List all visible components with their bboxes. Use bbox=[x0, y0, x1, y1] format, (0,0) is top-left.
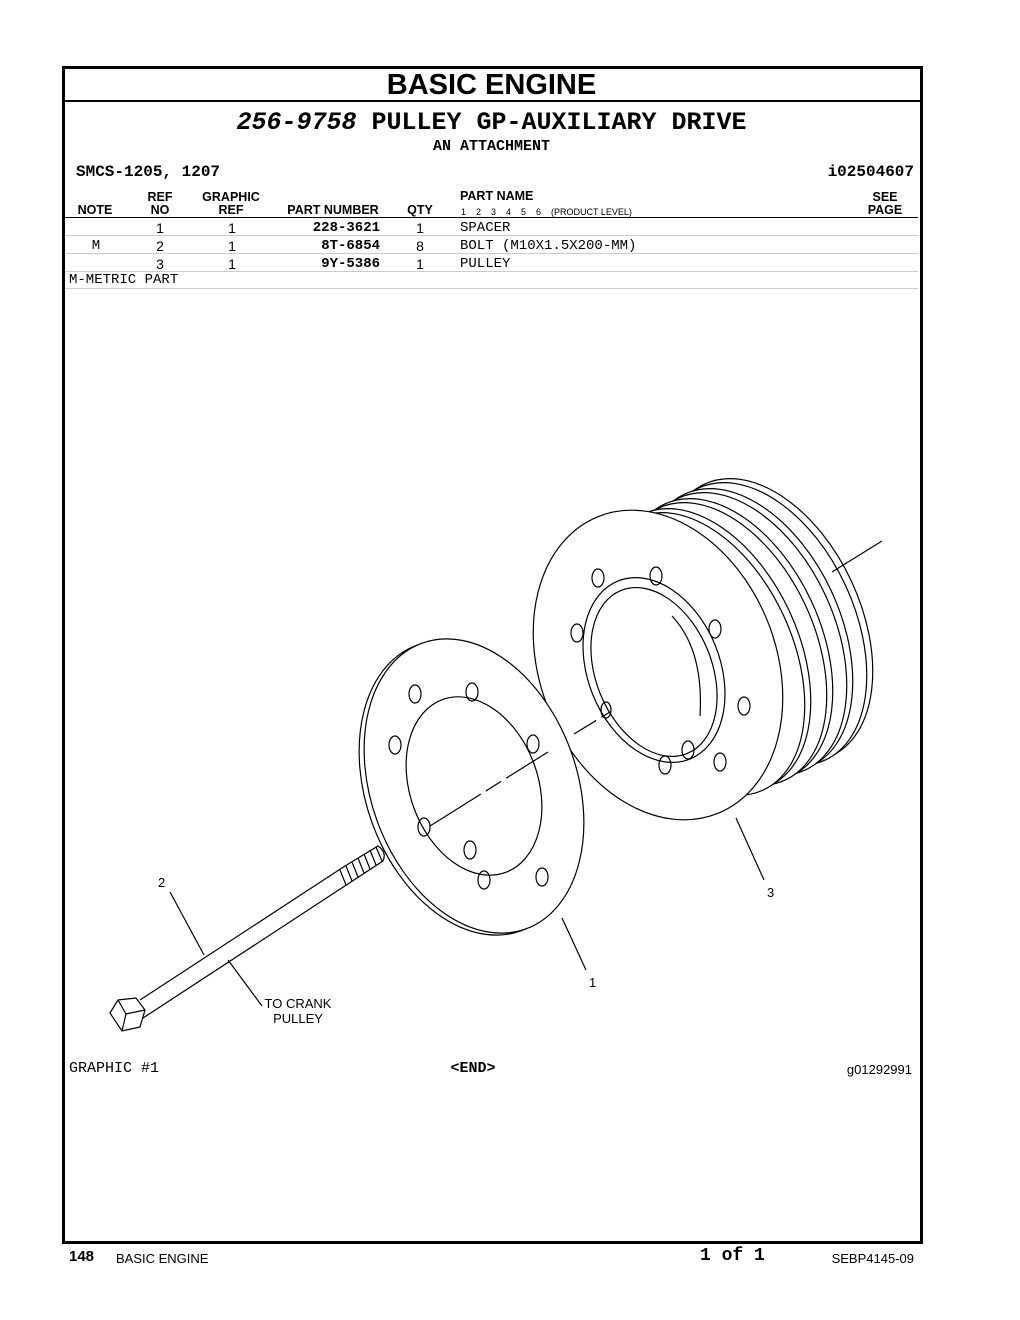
footer-section: BASIC ENGINE bbox=[116, 1251, 209, 1266]
header-ref-top: REF bbox=[147, 190, 173, 204]
callout-2-leader bbox=[169, 891, 205, 956]
group-subtitle: AN ATTACHMENT bbox=[432, 138, 551, 155]
callout-3-leader bbox=[735, 817, 765, 881]
group-part-number: 256-9758 bbox=[236, 108, 357, 137]
callout-1: 1 bbox=[589, 975, 596, 990]
row-1-qty: 1 bbox=[416, 220, 424, 236]
callout-1-leader bbox=[561, 917, 587, 971]
section-title: BASIC ENGINE bbox=[62, 68, 921, 102]
exploded-drawing: 2 1 3 TO CRANK PULLEY bbox=[109, 478, 883, 1032]
row-1-graphic-ref: 1 bbox=[228, 220, 236, 236]
footer-page-count: 1 of 1 bbox=[700, 1246, 765, 1266]
bolt-part bbox=[109, 845, 385, 1032]
row-3-graphic-ref: 1 bbox=[228, 256, 236, 272]
row-1-ref: 1 bbox=[156, 220, 164, 236]
row-1-name: SPACER bbox=[460, 220, 511, 236]
header-note: NOTE bbox=[77, 203, 113, 217]
header-qty: QTY bbox=[407, 203, 433, 217]
group-name: PULLEY GP-AUXILIARY DRIVE bbox=[371, 108, 747, 137]
row-2-part-number[interactable]: 8T-6854 bbox=[321, 238, 380, 254]
crank-leader bbox=[227, 959, 263, 1007]
row-3-qty: 1 bbox=[416, 256, 424, 272]
smcs-codes: SMCS-1205, 1207 bbox=[76, 163, 221, 181]
header-graphic-bottom: REF bbox=[218, 203, 244, 217]
group-title: 256-9758 PULLEY GP-AUXILIARY DRIVE bbox=[62, 108, 921, 138]
row-3-ref: 3 bbox=[156, 256, 164, 272]
row-rule bbox=[65, 253, 918, 254]
page-frame bbox=[62, 66, 923, 1244]
metric-note: M-METRIC PART bbox=[69, 272, 179, 288]
graphic-label: GRAPHIC #1 bbox=[69, 1060, 160, 1077]
footer-page-number: 148 bbox=[69, 1248, 95, 1265]
row-rule bbox=[65, 235, 918, 236]
row-3-name: PULLEY bbox=[460, 256, 511, 272]
row-2-name: BOLT (M10X1.5X200-MM) bbox=[460, 238, 637, 254]
header-ref-bottom: NO bbox=[150, 203, 170, 217]
header-part-name: PART NAME bbox=[460, 189, 534, 203]
spacer-part bbox=[358, 638, 585, 936]
row-3-part-number[interactable]: 9Y-5386 bbox=[321, 256, 380, 272]
illustration-id: i02504607 bbox=[827, 163, 914, 181]
header-graphic-top: GRAPHIC bbox=[202, 190, 260, 204]
row-2-ref: 2 bbox=[156, 238, 164, 254]
row-rule bbox=[65, 288, 918, 289]
row-2-note: M bbox=[91, 238, 101, 254]
header-rule bbox=[65, 217, 918, 218]
crank-label-line-2: PULLEY bbox=[273, 1011, 323, 1026]
callout-3: 3 bbox=[767, 885, 774, 900]
callout-2: 2 bbox=[158, 875, 165, 890]
row-1-part-number[interactable]: 228-3621 bbox=[312, 220, 380, 236]
header-product-levels: 1 2 3 4 5 6 (PRODUCT LEVEL) bbox=[461, 207, 632, 217]
row-2-graphic-ref: 1 bbox=[228, 238, 236, 254]
graphic-id: g01292991 bbox=[846, 1062, 912, 1077]
pulley-part bbox=[532, 478, 874, 821]
row-rule bbox=[65, 271, 918, 272]
row-2-qty: 8 bbox=[416, 238, 424, 254]
header-see-bottom: PAGE bbox=[867, 203, 903, 217]
header-part-number: PART NUMBER bbox=[287, 203, 379, 217]
end-marker: <END> bbox=[450, 1060, 496, 1077]
footer-document-id: SEBP4145-09 bbox=[831, 1251, 914, 1266]
header-see-top: SEE bbox=[872, 190, 898, 204]
crank-label-line-1: TO CRANK bbox=[265, 996, 332, 1011]
